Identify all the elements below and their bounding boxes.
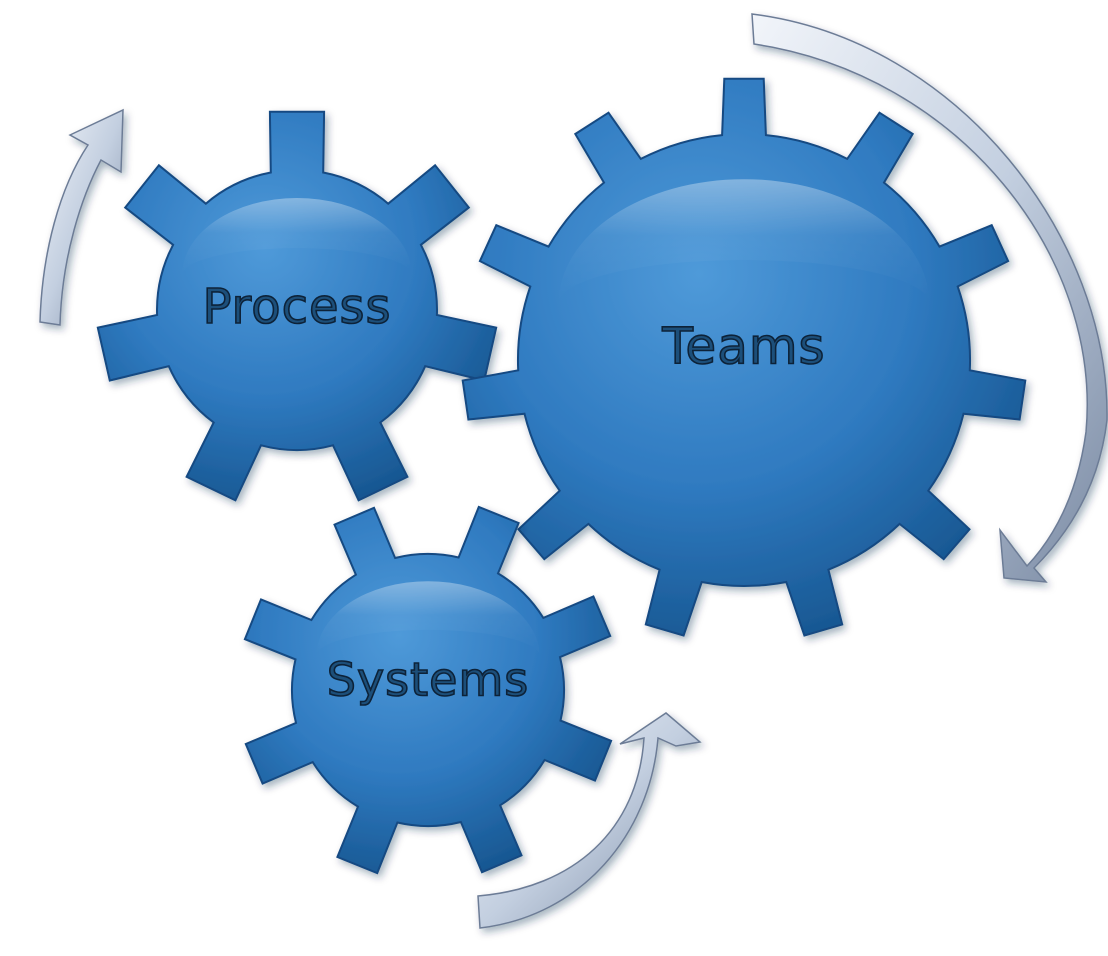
gear-label-systems: Systems xyxy=(327,653,530,707)
gear-icon xyxy=(96,110,498,502)
gear-shine xyxy=(558,179,930,304)
gear-teams: Teams xyxy=(461,77,1027,637)
gear-icon xyxy=(243,505,613,875)
gear-shine xyxy=(182,198,412,275)
rotation-arrow-icon xyxy=(751,13,1108,583)
rotation-arrow-icon xyxy=(477,712,702,929)
gear-label-teams: Teams xyxy=(661,318,825,376)
gear-shine xyxy=(316,581,540,656)
gear-systems: Systems xyxy=(243,505,613,875)
gear-icon xyxy=(461,77,1027,637)
gear-process: Process xyxy=(96,110,498,502)
gear-label-process: Process xyxy=(202,279,391,335)
rotation-arrow-icon xyxy=(39,108,124,326)
